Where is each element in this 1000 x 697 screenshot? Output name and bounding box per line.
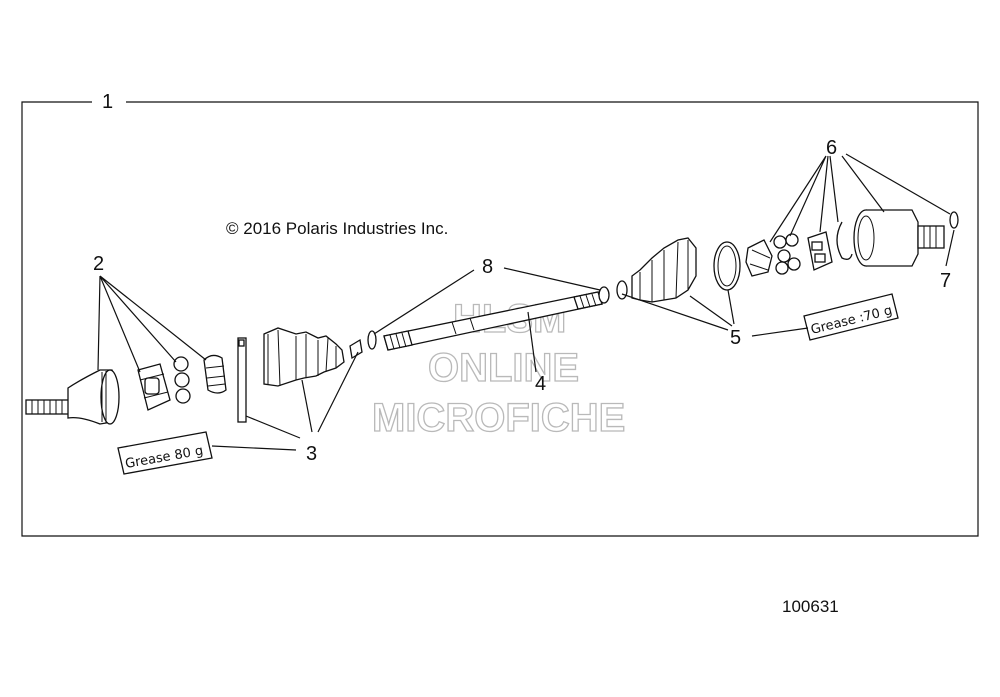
diagram-number: 100631 — [782, 597, 839, 616]
leader-lines — [97, 153, 955, 451]
callout-6[interactable]: 6 — [826, 137, 837, 159]
callout-1[interactable]: 1 — [102, 91, 113, 113]
inner-cv-balls[interactable] — [173, 356, 191, 404]
axle-shaft[interactable] — [383, 291, 603, 351]
outer-cv-cage[interactable] — [807, 231, 833, 271]
retaining-ring-outer[interactable] — [598, 286, 610, 304]
watermark-line-3: MICROFICHE — [372, 396, 625, 440]
copyright-text: © 2016 Polaris Industries Inc. — [226, 219, 448, 238]
inner-cv-joint-housing[interactable] — [25, 369, 120, 425]
inner-boot-clamp-small[interactable] — [349, 338, 363, 360]
watermark: HLSM ONLINE MICROFICHE — [371, 296, 626, 440]
callout-7[interactable]: 7 — [940, 270, 951, 292]
watermark-line-2: ONLINE — [428, 346, 579, 390]
inner-cv-boot[interactable] — [263, 327, 345, 387]
callout-5[interactable]: 5 — [730, 327, 741, 349]
outer-cv-housing[interactable] — [853, 209, 945, 267]
outer-cv-retaining-clip[interactable] — [949, 211, 959, 229]
callout-4[interactable]: 4 — [535, 373, 546, 395]
outer-boot-clamp-small[interactable] — [616, 280, 628, 300]
callout-2[interactable]: 2 — [93, 253, 104, 275]
outer-boot-clamp-large[interactable] — [713, 241, 741, 291]
outer-cv-snap-ring[interactable] — [836, 221, 853, 260]
outer-cv-balls[interactable] — [773, 233, 801, 275]
outer-cv-inner-race[interactable] — [745, 239, 773, 277]
retaining-ring-inner[interactable] — [367, 330, 377, 350]
grease-label-left: Grease 80 g — [117, 431, 213, 475]
inner-cv-tripod-spider[interactable] — [137, 363, 171, 411]
assembly-frame — [21, 101, 979, 537]
grease-label-right: Grease :70 g — [803, 293, 899, 341]
inner-boot-clamp-large[interactable] — [237, 337, 247, 423]
callout-3[interactable]: 3 — [306, 443, 317, 465]
inner-cv-cage[interactable] — [203, 354, 227, 394]
outer-cv-boot[interactable] — [631, 237, 697, 303]
callout-8[interactable]: 8 — [482, 256, 493, 278]
